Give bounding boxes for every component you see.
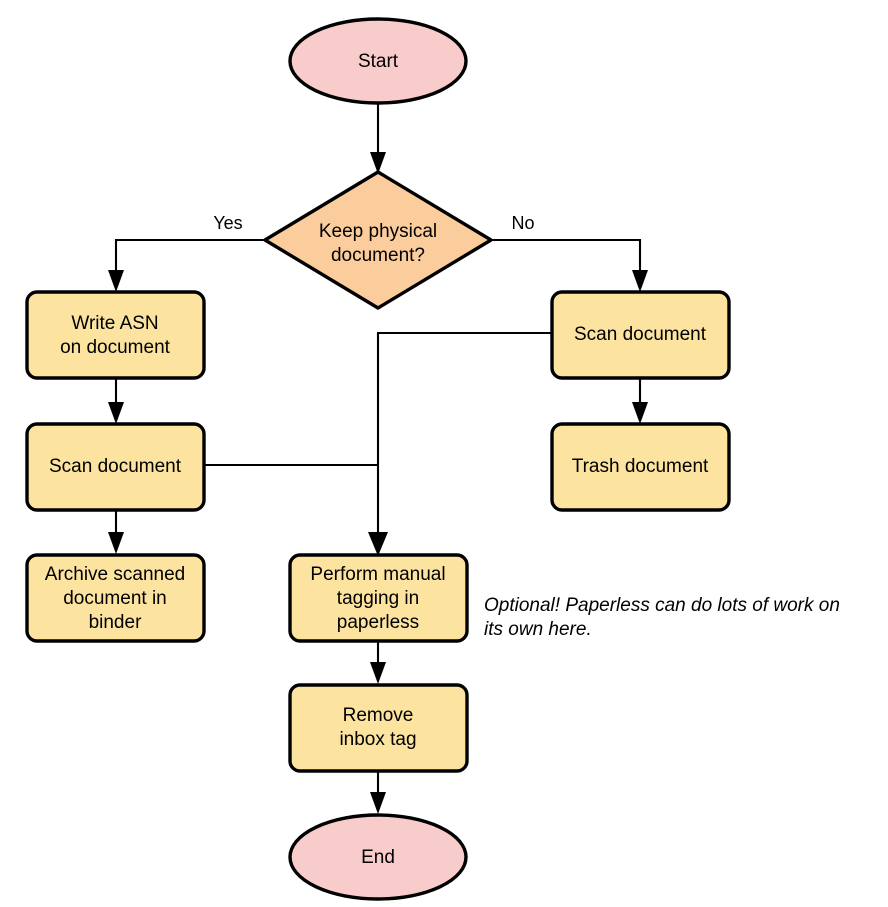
archive-label-line2: document in [63, 588, 167, 609]
edge-scan-right-to-tagging [368, 331, 552, 556]
decision-label-line2: document? [331, 245, 425, 266]
node-write-asn-on-document[interactable]: Write ASN on document [25, 290, 206, 380]
trash-rect-shape [550, 422, 731, 512]
remove-inbox-label-line2: inbox tag [339, 729, 416, 750]
write-asn-rect-shape [25, 290, 206, 380]
start-ellipse-shape [288, 17, 468, 105]
edge-remove-inbox-to-end [370, 772, 386, 814]
scan-document-right-rect-shape [550, 290, 731, 380]
archive-label-line3: binder [89, 612, 142, 633]
node-start[interactable]: Start [288, 17, 468, 105]
tagging-label-line3: paperless [337, 612, 419, 633]
edge-start-to-decision [370, 104, 386, 174]
node-archive-scanned-document[interactable]: Archive scanned document in binder [25, 553, 206, 643]
edge-label-no: No [511, 213, 534, 233]
node-scan-document-right[interactable]: Scan document [550, 290, 731, 380]
end-ellipse-shape [288, 813, 468, 901]
archive-label-line1: Archive scanned [45, 564, 185, 585]
node-perform-manual-tagging[interactable]: Perform manual tagging in paperless [288, 553, 469, 643]
annotation-line1: Optional! Paperless can do lots of work … [484, 595, 840, 616]
annotation-optional-paperless: Optional! Paperless can do lots of work … [484, 595, 840, 640]
edge-label-yes: Yes [213, 213, 242, 233]
write-asn-label-line2: on document [60, 337, 171, 358]
node-scan-document-left[interactable]: Scan document [25, 422, 206, 512]
edge-scan-right-to-trash [632, 378, 648, 424]
archive-rect-shape [25, 553, 206, 643]
edge-decision-to-scan-right [491, 238, 648, 292]
node-keep-physical-document-decision[interactable]: Keep physical document? [263, 170, 493, 310]
scan-document-left-label: Scan document [49, 456, 182, 477]
annotation-line2: its own here. [484, 619, 592, 640]
remove-inbox-label-line1: Remove [343, 705, 414, 726]
edge-decision-to-write-asn [108, 238, 265, 292]
tagging-label-line2: tagging in [337, 588, 419, 609]
write-asn-label-line1: Write ASN [71, 313, 158, 334]
decision-diamond-shape [263, 170, 493, 310]
end-label: End [361, 847, 395, 868]
start-label: Start [358, 51, 399, 72]
edge-tagging-to-remove-inbox [370, 641, 386, 684]
tagging-rect-shape [288, 553, 469, 643]
scan-document-left-rect-shape [25, 422, 206, 512]
edge-scan-left-to-archive [108, 510, 124, 554]
edge-write-asn-to-scan-left [108, 378, 124, 424]
node-end[interactable]: End [288, 813, 468, 901]
remove-inbox-rect-shape [288, 683, 469, 773]
node-trash-document[interactable]: Trash document [550, 422, 731, 512]
trash-label: Trash document [572, 456, 709, 477]
scan-document-right-label: Scan document [574, 324, 707, 345]
node-remove-inbox-tag[interactable]: Remove inbox tag [288, 683, 469, 773]
decision-label-line1: Keep physical [319, 221, 437, 242]
tagging-label-line1: Perform manual [310, 564, 445, 585]
